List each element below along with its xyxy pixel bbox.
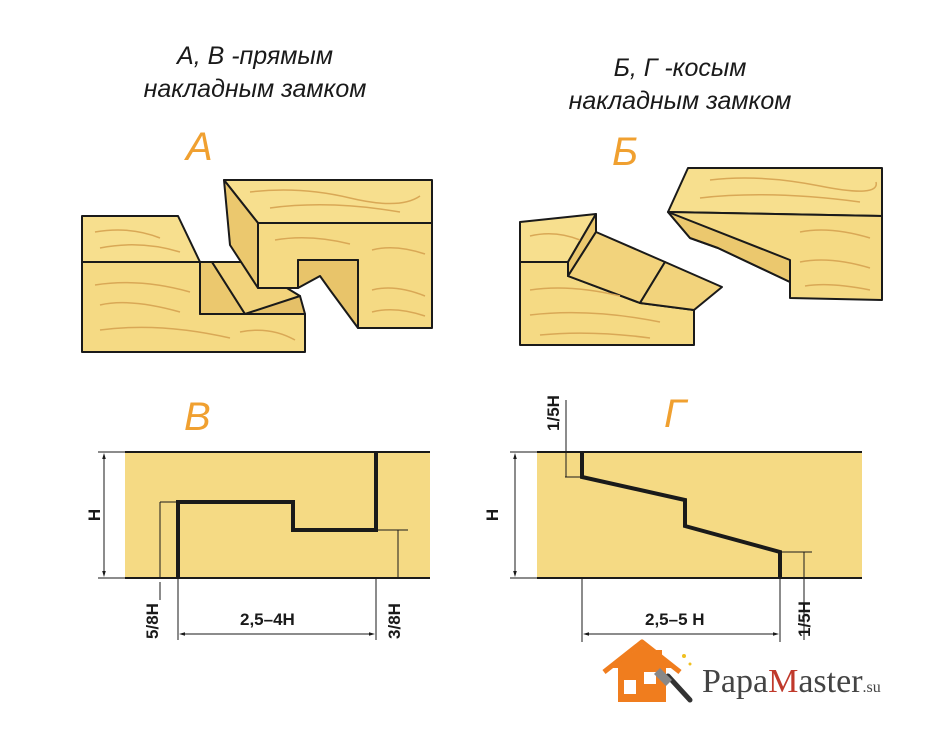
figure-b-right-slope-face	[667, 211, 791, 283]
logo-house-icon	[602, 639, 682, 702]
logo-domain: .su	[862, 679, 881, 696]
figure-a-right-notch	[297, 259, 359, 329]
caption-right-line2: накладным замком	[568, 87, 792, 115]
caption-right: Б, Г -косым накладным замком	[540, 52, 820, 118]
caption-left: А, В -прямым накладным замком	[120, 40, 390, 106]
v-left-depth-label: 5/8Н	[143, 603, 162, 639]
figure-g-joint-line	[580, 452, 782, 578]
label-a: А	[186, 125, 213, 169]
logo-text: PapaMaster.su	[702, 663, 881, 701]
figure-v-profile	[98, 451, 430, 640]
g-bottom-label: 1/5Н	[795, 601, 814, 637]
figure-b-right-log-top	[667, 167, 883, 217]
figure-g-profile	[510, 400, 862, 642]
figure-v-log-body	[125, 452, 430, 578]
caption-left-line1: А, В -прямым	[177, 42, 333, 70]
figure-g-log-body	[537, 452, 862, 578]
g-height-label: Н	[483, 508, 502, 522]
g-top-label: 1/5Н	[544, 395, 563, 431]
g-length-label: 2,5–5 Н	[645, 610, 705, 629]
figure-a-left-log-top	[81, 215, 201, 263]
figure-b-oblique-joint	[519, 167, 883, 346]
figure-v-joint-line	[176, 452, 378, 578]
v-height-label: Н	[85, 508, 104, 522]
v-length-label: 2,5–4Н	[240, 610, 295, 629]
label-b: Б	[612, 130, 639, 174]
figure-a-left-step	[244, 295, 306, 315]
caption-left-line2: накладным замком	[143, 75, 367, 103]
figure-a-right-log-top	[223, 179, 433, 224]
v-right-depth-label: 3/8Н	[385, 603, 404, 639]
caption-right-line1: Б, Г -косым	[613, 54, 747, 82]
label-g: Г	[664, 392, 686, 436]
label-v: В	[184, 395, 211, 439]
logo-text-part1: Papa	[702, 663, 769, 700]
logo-brush-icon	[654, 654, 693, 703]
figure-a-straight-joint	[81, 179, 433, 353]
figure-b-left-step-top	[639, 261, 723, 311]
logo-text-part3: aster	[798, 663, 863, 700]
logo-text-part2: M	[768, 663, 799, 700]
